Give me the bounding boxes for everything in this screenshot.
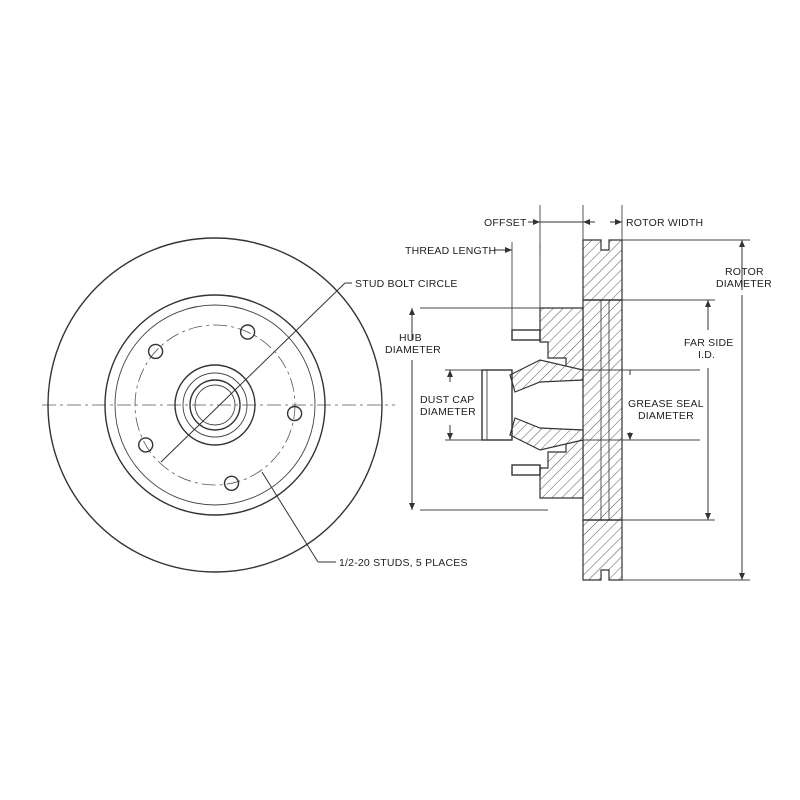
hub-middle-circle xyxy=(182,372,248,438)
side-view: OFFSET ROTOR WIDTH THREAD LENGTH ROTOR D… xyxy=(385,205,772,581)
hub-diameter-label-2: DIAMETER xyxy=(385,344,441,356)
studs-leader xyxy=(261,471,319,563)
grease-seal-label-1: GREASE SEAL xyxy=(628,398,704,410)
hub-bore-bottom-section xyxy=(509,417,584,451)
stud-bolt-circle-leader xyxy=(160,282,346,463)
rotor-diameter-label-2: DIAMETER xyxy=(716,278,772,290)
hub-diameter-label-1: HUB xyxy=(399,332,422,344)
dust-cap-label-2: DIAMETER xyxy=(420,406,476,418)
offset-label: OFFSET xyxy=(484,217,527,229)
stud-bottom xyxy=(511,464,541,476)
stud-bolt-circle-line xyxy=(134,324,296,486)
hub-bottom-section xyxy=(539,439,584,499)
thread-length-label: THREAD LENGTH xyxy=(405,245,496,257)
stud-hole xyxy=(147,343,164,360)
hub-bore-inner-circle xyxy=(194,384,236,426)
rotor-width-label: ROTOR WIDTH xyxy=(626,217,703,229)
hub-top-section xyxy=(539,307,584,371)
hub-bore-circle xyxy=(189,379,241,431)
stud-holes xyxy=(137,324,303,491)
studs-label: 1/2-20 STUDS, 5 PLACES xyxy=(339,557,468,569)
rotor-hat-outer-circle xyxy=(104,294,326,516)
stud-bolt-circle-label: STUD BOLT CIRCLE xyxy=(355,278,458,290)
far-side-label-1: FAR SIDE xyxy=(684,337,733,349)
stud-top xyxy=(511,329,541,341)
rotor-hat-inner-circle xyxy=(114,304,316,506)
hub-outer-circle xyxy=(174,364,256,446)
front-view: STUD BOLT CIRCLE 1/2-20 STUDS, 5 PLACES xyxy=(42,237,468,573)
stud-hole xyxy=(223,475,240,491)
stud-hole xyxy=(239,324,256,340)
far-side-label-2: I.D. xyxy=(698,349,715,361)
stud-hole xyxy=(137,437,154,453)
dust-cap xyxy=(481,369,513,441)
rotor-disc-section xyxy=(582,239,623,581)
hub-bore-top-section xyxy=(509,359,584,393)
rotor-outer-circle xyxy=(47,237,383,573)
dust-cap-label-1: DUST CAP xyxy=(420,394,475,406)
rotor-diameter-label-1: ROTOR xyxy=(725,266,764,278)
grease-seal-label-2: DIAMETER xyxy=(638,410,694,422)
stud-hole xyxy=(286,405,303,422)
